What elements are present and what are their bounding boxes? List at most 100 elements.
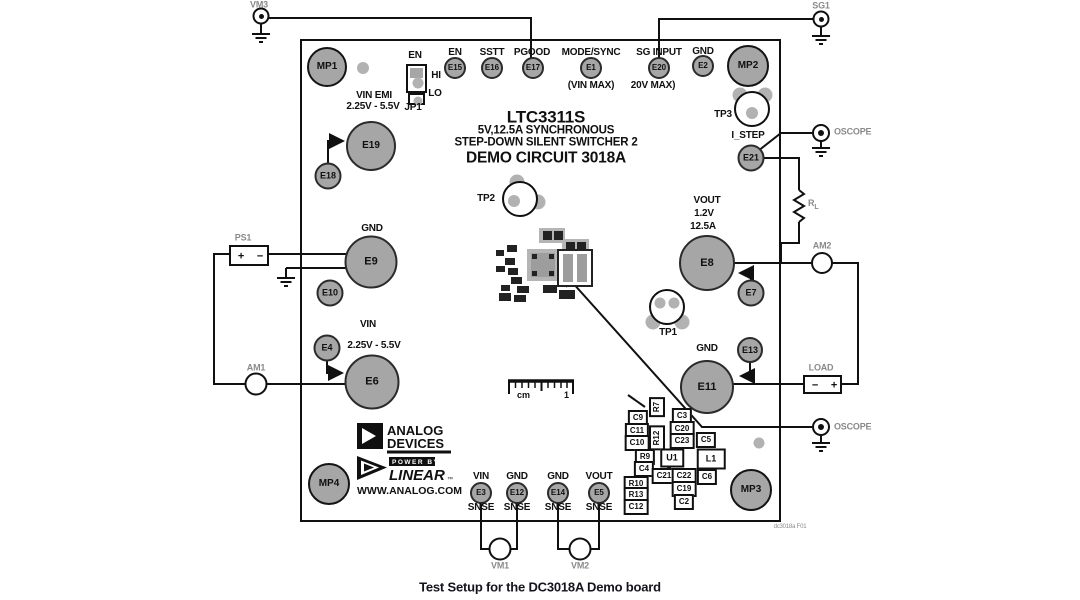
label-e3: VIN [472, 471, 490, 482]
branding-linear: LINEAR [389, 467, 445, 484]
turret-e19: E19 [346, 121, 396, 171]
wire-e21-rl [764, 157, 800, 190]
branding-url: WWW.ANALOG.COM [357, 485, 462, 497]
board-title-spec2: STEP-DOWN SILENT SWITCHER 2 [454, 136, 638, 149]
turret-e9: E9 [344, 235, 398, 289]
turret-e12: E12 [506, 482, 528, 504]
meter-am1 [244, 372, 268, 396]
component-c2: C2 [673, 494, 695, 510]
component-c12: C12 [623, 499, 649, 515]
label-e14: GND [547, 471, 569, 482]
label-vin-emi-range: 2.25V - 5.5V [346, 101, 400, 112]
label-jp1-en: EN [408, 50, 422, 61]
turret-e20: E20 [648, 57, 670, 79]
label-e5-snse: SNSE [585, 502, 613, 513]
turret-e16: E16 [481, 57, 503, 79]
label-ps1: PS1 [234, 232, 252, 243]
label-i-step: I_STEP [731, 130, 765, 141]
testpoint-tp2 [502, 181, 538, 217]
ground-icon [252, 33, 270, 43]
board-title-part: LTC3311S [506, 107, 586, 127]
component-c21: C21 [651, 468, 677, 484]
turret-e14: E14 [547, 482, 569, 504]
label-tp3: TP3 [714, 109, 732, 120]
arrow-e4-e6 [326, 356, 344, 381]
ic-cluster [496, 228, 671, 470]
turret-e13: E13 [737, 337, 763, 363]
label-am1: AM1 [246, 362, 266, 373]
label-e6-vin: VIN [359, 319, 377, 330]
label-e5: VOUT [585, 471, 613, 482]
turret-e11: E11 [680, 360, 734, 414]
turret-e18: E18 [314, 162, 342, 190]
label-sg1: SG1 [812, 0, 830, 11]
label-vout-a: 12.5A [690, 221, 716, 232]
label-load: LOAD [808, 362, 834, 373]
label-e16: SSTT [479, 47, 505, 58]
ps1-plus: + [237, 250, 245, 263]
label-oscope-top: OSCOPE [834, 126, 872, 137]
turret-e6: E6 [344, 354, 400, 410]
label-e11-gnd: GND [696, 343, 718, 354]
leader-line [627, 394, 646, 408]
turret-e7: E7 [737, 279, 765, 307]
connector-oscope-top [812, 124, 830, 142]
wire-oscope-probe [561, 270, 812, 428]
label-oscope-bottom: OSCOPE [834, 421, 872, 432]
ground-icon [812, 147, 830, 157]
turret-e21: E21 [737, 144, 765, 172]
load-plus: + [830, 379, 838, 392]
label-e20-note: 20V MAX) [630, 80, 676, 91]
label-e12-snse: SNSE [503, 502, 531, 513]
branding-devices: DEVICES [387, 436, 444, 451]
turret-e5: E5 [588, 482, 610, 504]
linear-logo-icon [357, 456, 387, 480]
analog-devices-logo-icon [357, 423, 383, 449]
wire-ps1-am1-vin [213, 253, 346, 385]
mount-mp1: MP1 [307, 47, 347, 87]
tp2-center-pad [508, 195, 520, 207]
component-c5: C5 [695, 432, 717, 448]
meter-vm2 [568, 537, 592, 561]
ground-icon [812, 35, 830, 45]
component-c23: C23 [669, 433, 695, 449]
label-e9-gnd: GND [361, 223, 383, 234]
turret-e3: E3 [470, 482, 492, 504]
label-e12: GND [506, 471, 528, 482]
ruler: cm 1 [508, 379, 574, 400]
ground-symbols [252, 33, 830, 452]
pcb-pad [357, 62, 369, 74]
wire-vout-am2-load [733, 262, 859, 385]
ruler-unit-label: cm [517, 390, 530, 400]
label-vin-emi: VIN EMI [356, 90, 392, 101]
wire-vm3-pgood [269, 17, 532, 58]
label-e2: GND [692, 46, 714, 57]
wire-e21-oscope [757, 132, 812, 152]
ground-icon [277, 277, 295, 287]
label-tp1: TP1 [659, 327, 677, 338]
load-minus: − [811, 379, 819, 392]
label-am2: AM2 [812, 240, 832, 251]
branding-tm: ™ [447, 476, 453, 483]
turret-e2: E2 [692, 55, 714, 77]
label-jp1-lo: LO [428, 88, 442, 99]
branding-analog: ANALOG [387, 423, 443, 438]
load-box: − + [803, 375, 842, 394]
label-e14-snse: SNSE [544, 502, 572, 513]
adi-logo-block: ANALOG DEVICES POWER BY LINEAR ™ WWW.ANA… [357, 423, 462, 497]
mount-mp2: MP2 [727, 45, 769, 87]
figure-ref: dc3018a F01 [773, 524, 807, 530]
label-e1-note: (VIN MAX) [567, 80, 615, 91]
connector-vm3 [252, 7, 270, 25]
turret-e15: E15 [444, 57, 466, 79]
jumper-jp1-lower [408, 93, 425, 106]
ground-icon [812, 442, 830, 452]
component-l1: L1 [696, 448, 726, 470]
label-vm1: VM1 [491, 560, 509, 571]
connector-sg1 [812, 10, 830, 28]
label-e17: PGOOD [513, 47, 551, 58]
testpoint-tp1 [649, 289, 685, 325]
turret-e10: E10 [316, 279, 344, 307]
tp3-center-pad [746, 107, 758, 119]
